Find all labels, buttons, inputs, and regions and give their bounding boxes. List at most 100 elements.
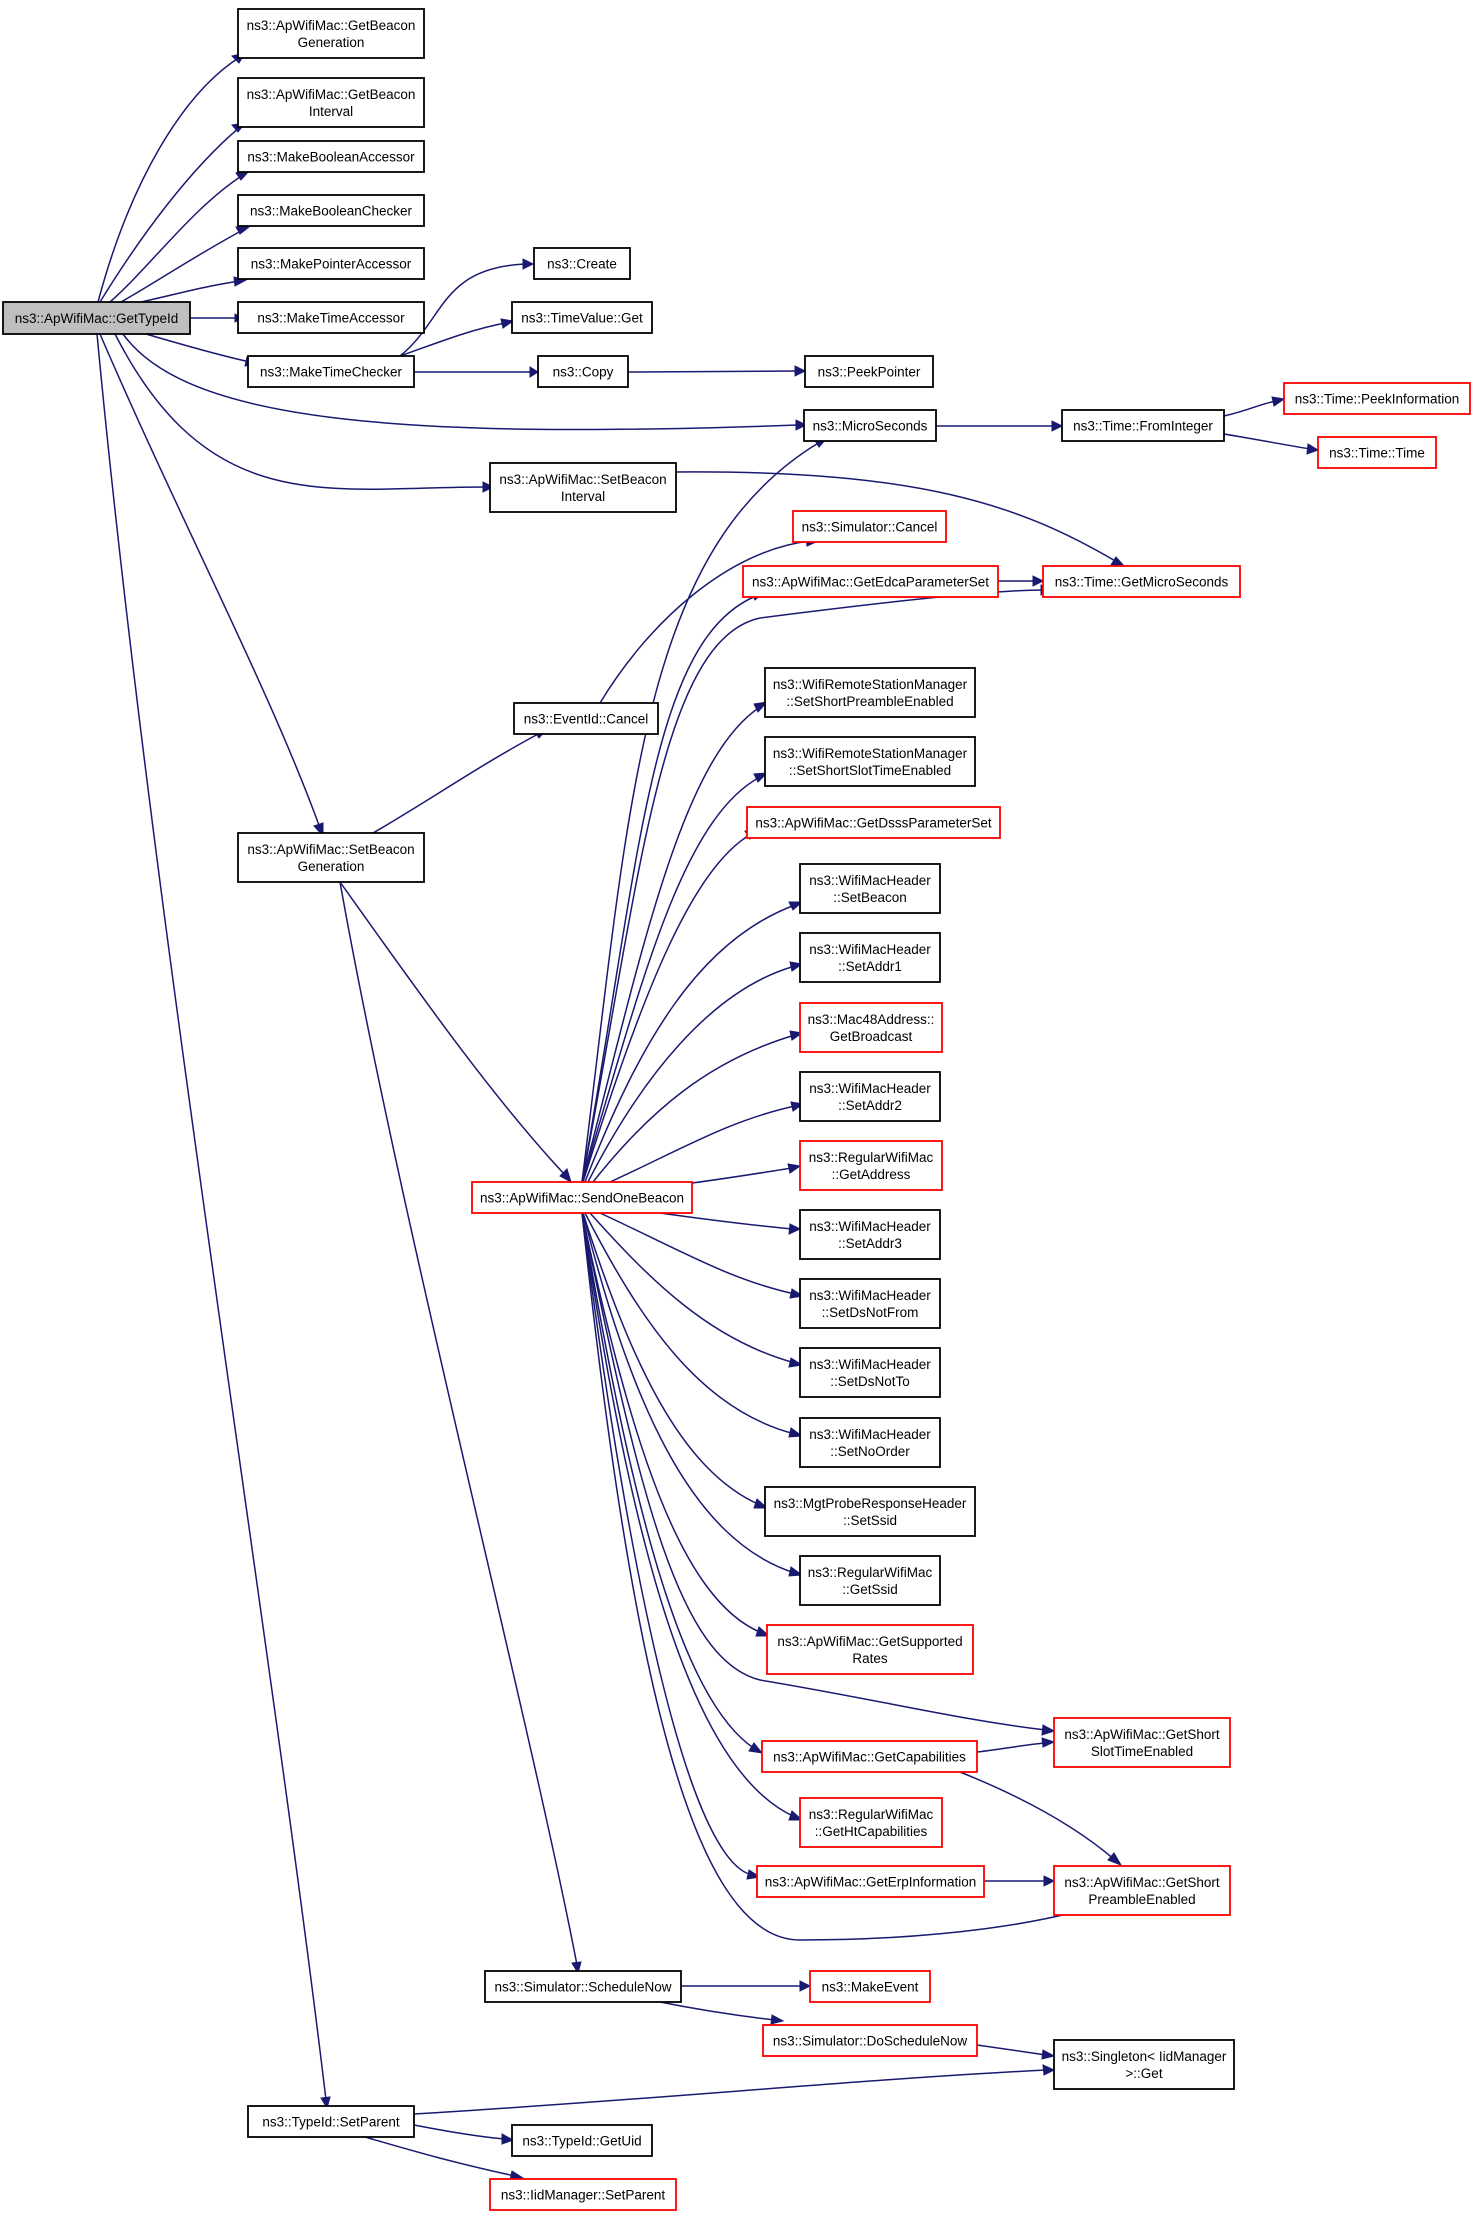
- node-box: [756, 1865, 985, 1898]
- node-simcancel[interactable]: ns3::Simulator::Cancel: [792, 510, 947, 543]
- edge-line: [627, 370, 798, 373]
- node-singletonget[interactable]: ns3::Singleton< IidManager>::Get: [1053, 2039, 1235, 2090]
- edge-line: [399, 263, 526, 357]
- node-peekpointer[interactable]: ns3::PeekPointer: [804, 355, 934, 388]
- node-doschedulenow[interactable]: ns3::Simulator::DoScheduleNow: [762, 2024, 978, 2057]
- node-geterp[interactable]: ns3::ApWifiMac::GetErpInformation: [756, 1865, 985, 1898]
- node-setaddr3[interactable]: ns3::WifiMacHeader::SetAddr3: [799, 1209, 941, 1260]
- node-setaddr2[interactable]: ns3::WifiMacHeader::SetAddr2: [799, 1071, 941, 1122]
- node-box: [247, 2105, 415, 2138]
- node-typeidsetparent[interactable]: ns3::TypeId::SetParent: [247, 2105, 415, 2138]
- node-box: [799, 1797, 943, 1848]
- node-setssid[interactable]: ns3::MgtProbeResponseHeader::SetSsid: [764, 1486, 976, 1537]
- edge-mktimechk-to-copy: [414, 366, 539, 378]
- node-box: [484, 1970, 682, 2003]
- edge-line: [581, 1212, 753, 1876]
- edge-arrowhead: [788, 1357, 804, 1368]
- node-box: [247, 355, 415, 388]
- node-eventcancel[interactable]: ns3::EventId::Cancel: [513, 702, 659, 735]
- node-mktimeacc[interactable]: ns3::MakeTimeAccessor: [237, 301, 425, 334]
- node-getaddress[interactable]: ns3::RegularWifiMac::GetAddress: [799, 1140, 943, 1191]
- node-makeevent[interactable]: ns3::MakeEvent: [809, 1970, 931, 2003]
- edge-frominteger-to-timetime: [1223, 433, 1320, 455]
- node-label-line: ns3::TypeId::SetParent: [262, 2115, 400, 2130]
- node-box: [513, 702, 659, 735]
- edge-arrowhead: [1107, 1852, 1123, 1866]
- node-schedulenow[interactable]: ns3::Simulator::ScheduleNow: [484, 1970, 682, 2003]
- node-label-line: ns3::MakePointerAccessor: [251, 257, 412, 272]
- node-getuid[interactable]: ns3::TypeId::GetUid: [511, 2124, 653, 2157]
- node-root[interactable]: ns3::ApWifiMac::GetTypeId: [2, 301, 191, 335]
- node-getdsss[interactable]: ns3::ApWifiMac::GetDsssParameterSet: [746, 806, 1001, 839]
- edge-sendonebeacon-to-getcaps: [581, 1212, 764, 1754]
- edge-line: [145, 333, 251, 363]
- node-label-line: ns3::Simulator::Cancel: [802, 520, 938, 535]
- node-box: [799, 1002, 943, 1053]
- edge-arrowhead: [529, 366, 539, 378]
- node-mkboolchk[interactable]: ns3::MakeBooleanChecker: [237, 194, 425, 227]
- edge-arrowhead: [787, 1163, 802, 1174]
- node-peekinfo[interactable]: ns3::Time::PeekInformation: [1283, 382, 1471, 415]
- node-mkptracc[interactable]: ns3::MakePointerAccessor: [237, 247, 425, 280]
- edge-line: [582, 833, 752, 1183]
- node-label-line: ns3::TimeValue::Get: [521, 311, 643, 326]
- node-frominteger[interactable]: ns3::Time::FromInteger: [1061, 409, 1225, 442]
- node-getbroadcast[interactable]: ns3::Mac48Address::GetBroadcast: [799, 1002, 943, 1053]
- node-label-line: ns3::RegularWifiMac: [809, 1150, 934, 1165]
- edges-layer: [96, 52, 1320, 2181]
- edge-root-to-getbeacongen: [97, 52, 247, 303]
- edge-line: [339, 881, 567, 1177]
- node-label-line: ::GetAddress: [832, 1167, 911, 1182]
- node-setshortpre[interactable]: ns3::WifiRemoteStationManager::SetShortP…: [764, 667, 976, 718]
- node-sendonebeacon[interactable]: ns3::ApWifiMac::SendOneBeacon: [471, 1181, 693, 1214]
- node-box: [537, 355, 629, 388]
- node-getedca[interactable]: ns3::ApWifiMac::GetEdcaParameterSet: [742, 565, 999, 598]
- node-timetime[interactable]: ns3::Time::Time: [1317, 436, 1437, 469]
- node-setaddr1[interactable]: ns3::WifiMacHeader::SetAddr1: [799, 932, 941, 983]
- node-label-line: ns3::ApWifiMac::GetSupported: [777, 1634, 962, 1649]
- node-box: [799, 1140, 943, 1191]
- node-box: [237, 194, 425, 227]
- node-hdrsetbeacon[interactable]: ns3::WifiMacHeader::SetBeacon: [799, 863, 941, 914]
- edge-line: [659, 2001, 776, 2021]
- edge-line: [1223, 400, 1277, 417]
- node-setnoorder[interactable]: ns3::WifiMacHeader::SetNoOrder: [799, 1417, 941, 1468]
- node-label-line: ::SetAddr1: [838, 959, 902, 974]
- node-setdsnotto[interactable]: ns3::WifiMacHeader::SetDsNotTo: [799, 1347, 941, 1398]
- node-getssid[interactable]: ns3::RegularWifiMac::GetSsid: [799, 1555, 941, 1606]
- edge-arrowhead: [799, 1980, 812, 1992]
- node-setshortslot[interactable]: ns3::WifiRemoteStationManager::SetShortS…: [764, 736, 976, 787]
- node-box: [746, 806, 1001, 839]
- node-box: [237, 140, 425, 173]
- node-box: [764, 736, 976, 787]
- node-copy[interactable]: ns3::Copy: [537, 355, 629, 388]
- node-box: [809, 1970, 931, 2003]
- node-label-line: ns3::MakeBooleanChecker: [250, 204, 413, 219]
- node-label-line: ns3::Time::GetMicroSeconds: [1055, 575, 1229, 590]
- node-mktimechk[interactable]: ns3::MakeTimeChecker: [247, 355, 415, 388]
- node-label-line: ::SetAddr2: [838, 1098, 902, 1113]
- node-iidsetparent[interactable]: ns3::IidManager::SetParent: [489, 2178, 677, 2211]
- node-setdsnotfrom[interactable]: ns3::WifiMacHeader::SetDsNotFrom: [799, 1278, 941, 1329]
- node-label-line: ns3::WifiMacHeader: [809, 1427, 931, 1442]
- node-box: [799, 1071, 941, 1122]
- node-getmicro[interactable]: ns3::Time::GetMicroSeconds: [1042, 565, 1241, 598]
- edge-sendonebeacon-to-hdrsetbeacon: [584, 901, 804, 1183]
- node-label-line: ns3::Copy: [553, 365, 614, 380]
- node-create[interactable]: ns3::Create: [533, 247, 631, 280]
- node-gethtcaps[interactable]: ns3::RegularWifiMac::GetHtCapabilities: [799, 1797, 943, 1848]
- node-microseconds[interactable]: ns3::MicroSeconds: [803, 409, 937, 442]
- node-timevalueget[interactable]: ns3::TimeValue::Get: [511, 301, 653, 334]
- edge-typeidsetparent-to-getuid: [413, 2124, 515, 2145]
- node-getcaps[interactable]: ns3::ApWifiMac::GetCapabilities: [761, 1740, 978, 1773]
- node-label-line: ns3::WifiMacHeader: [809, 1288, 931, 1303]
- node-mkboolacc[interactable]: ns3::MakeBooleanAccessor: [237, 140, 425, 173]
- node-box: [237, 77, 425, 128]
